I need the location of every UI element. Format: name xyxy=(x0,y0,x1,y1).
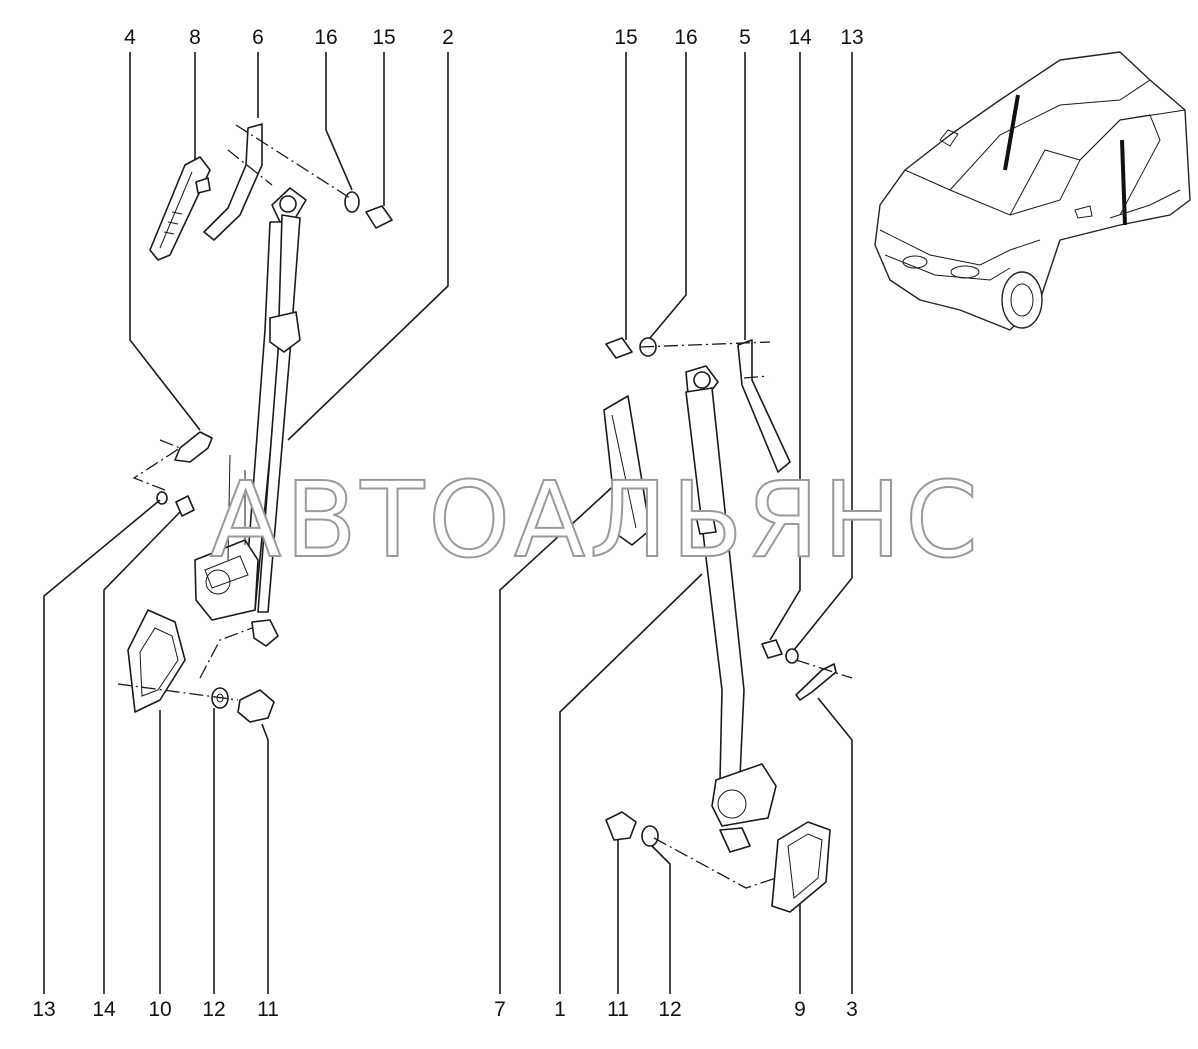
part-6-bracket xyxy=(203,123,263,241)
part-8-adjuster-cover xyxy=(149,156,211,261)
callout-11-right: 11 xyxy=(607,998,629,1021)
part-15-bolt xyxy=(605,337,633,359)
callout-12-right: 12 xyxy=(658,998,681,1021)
part-12-washer xyxy=(641,825,659,847)
callout-16-right: 16 xyxy=(674,26,697,49)
part-16-washer xyxy=(344,191,360,213)
part-15-bolt xyxy=(365,205,393,229)
car-location-thumbnail xyxy=(874,51,1191,331)
part-9-trim-cover xyxy=(771,821,831,913)
callout-5: 5 xyxy=(739,26,751,49)
callout-4: 4 xyxy=(124,26,136,49)
callout-14-right: 14 xyxy=(788,26,812,49)
callout-6: 6 xyxy=(252,26,264,49)
part-14-bolt xyxy=(175,495,195,517)
right-seat-belt-assembly xyxy=(603,337,853,913)
part-5-bracket xyxy=(737,339,791,473)
callout-14-left: 14 xyxy=(92,998,116,1021)
callout-15: 15 xyxy=(372,26,395,49)
callout-3: 3 xyxy=(846,998,858,1021)
left-seat-belt-assembly xyxy=(117,123,393,723)
watermark-text: АВТОАЛЬЯНС xyxy=(210,459,982,581)
leader-lines xyxy=(43,52,853,994)
part-4-guide xyxy=(174,431,213,463)
part-3-guide xyxy=(795,663,837,701)
part-11-bolt xyxy=(237,689,275,723)
part-retractor xyxy=(711,763,777,827)
callout-10: 10 xyxy=(148,998,171,1021)
callout-15-right: 15 xyxy=(614,26,637,49)
callout-13-right: 13 xyxy=(840,26,863,49)
part-10-trim-cover xyxy=(127,609,186,713)
part-11-bolt xyxy=(605,811,637,841)
callout-16: 16 xyxy=(314,26,337,49)
callout-7: 7 xyxy=(494,998,506,1021)
part-14-bolt xyxy=(761,639,783,659)
part-1-belt-webbing xyxy=(685,387,745,781)
callout-11-left: 11 xyxy=(257,998,279,1021)
part-13-washer xyxy=(785,648,799,664)
callout-12-left: 12 xyxy=(202,998,225,1021)
callout-1: 1 xyxy=(554,998,566,1021)
callout-13-left: 13 xyxy=(32,998,55,1021)
callout-8: 8 xyxy=(189,26,201,49)
callout-2: 2 xyxy=(442,26,454,49)
callout-9: 9 xyxy=(794,998,806,1021)
callout-labels: 4 8 6 16 15 2 15 16 5 14 13 13 14 10 12 … xyxy=(32,26,863,1021)
